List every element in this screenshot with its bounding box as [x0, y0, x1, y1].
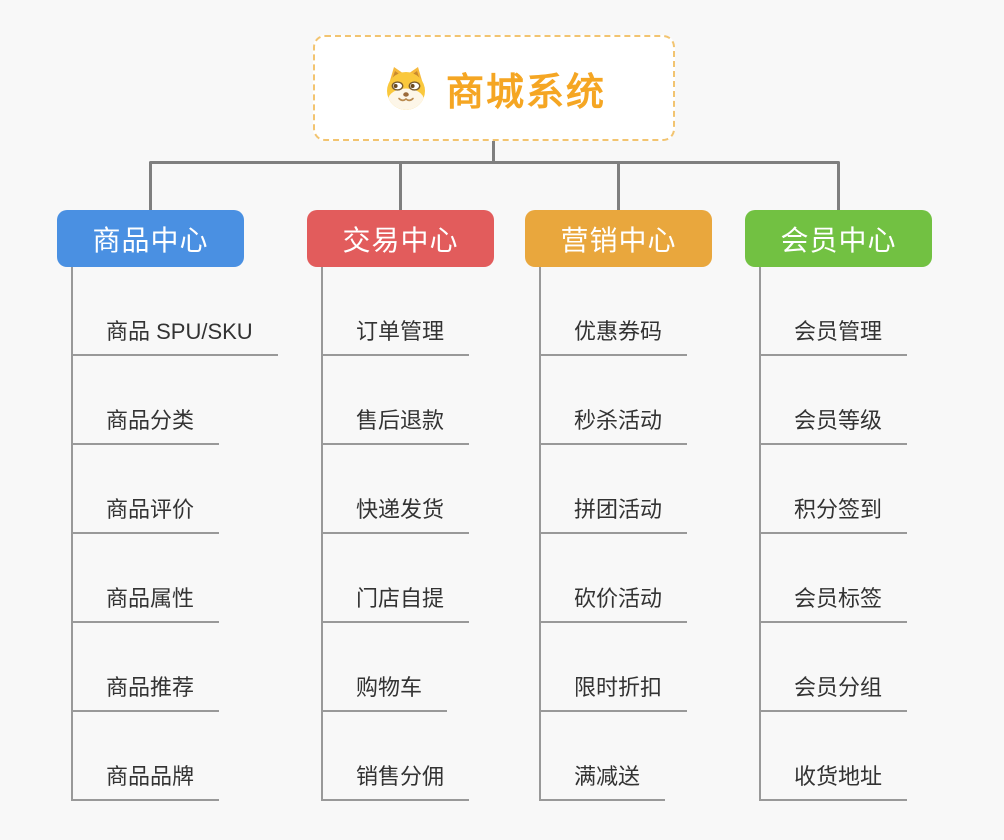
leaf-topic[interactable]: 秒杀活动	[539, 407, 688, 445]
shiba-dog-icon	[386, 67, 425, 110]
leaf-topic[interactable]: 拼团活动	[539, 496, 688, 534]
leaf-topic[interactable]: 订单管理	[321, 318, 470, 356]
branch-trunk-line	[539, 267, 541, 801]
leaf-topic[interactable]: 门店自提	[321, 585, 470, 623]
leaf-topic[interactable]: 积分签到	[759, 496, 908, 534]
leaf-topic[interactable]: 会员分组	[759, 674, 908, 712]
connector-drop-trade	[399, 162, 402, 210]
leaf-topic[interactable]: 限时折扣	[539, 674, 688, 712]
leaf-topic[interactable]: 商品推荐	[71, 674, 220, 712]
leaf-topic[interactable]: 商品 SPU/SKU	[71, 318, 278, 356]
branch-marketing-center: 营销中心 优惠券码 秒杀活动 拼团活动 砍价活动 限时折扣 满减送	[525, 210, 775, 810]
leaf-topic[interactable]: 会员等级	[759, 407, 908, 445]
leaf-topic[interactable]: 商品属性	[71, 585, 220, 623]
branch-trunk-line	[321, 267, 323, 801]
leaf-topic[interactable]: 商品品牌	[71, 763, 220, 801]
branch-node-member-center[interactable]: 会员中心	[745, 210, 932, 267]
connector-drop-member	[837, 162, 840, 210]
connector-root-trunk	[492, 141, 495, 163]
leaf-topic[interactable]: 快递发货	[321, 496, 470, 534]
branch-node-product-center[interactable]: 商品中心	[57, 210, 244, 267]
root-topic[interactable]: 商城系统	[313, 35, 675, 141]
leaf-topic[interactable]: 会员标签	[759, 585, 908, 623]
leaf-topic[interactable]: 满减送	[539, 763, 666, 801]
branch-trunk-line	[71, 267, 73, 801]
branch-product-center: 商品中心 商品 SPU/SKU 商品分类 商品评价 商品属性 商品推荐 商品品牌	[57, 210, 307, 810]
leaf-topic[interactable]: 优惠券码	[539, 318, 688, 356]
branch-node-marketing-center[interactable]: 营销中心	[525, 210, 712, 267]
branch-trade-center: 交易中心 订单管理 售后退款 快递发货 门店自提 购物车 销售分佣	[307, 210, 557, 810]
root-topic-title: 商城系统	[445, 71, 606, 114]
branch-node-trade-center[interactable]: 交易中心	[307, 210, 494, 267]
branch-member-center: 会员中心 会员管理 会员等级 积分签到 会员标签 会员分组 收货地址	[745, 210, 995, 810]
leaf-topic[interactable]: 售后退款	[321, 407, 470, 445]
connector-drop-marketing	[617, 162, 620, 210]
leaf-topic[interactable]: 购物车	[321, 674, 448, 712]
connector-horizontal-bar	[149, 161, 840, 164]
leaf-topic[interactable]: 商品评价	[71, 496, 220, 534]
branch-trunk-line	[759, 267, 761, 801]
connector-drop-product	[149, 162, 152, 210]
leaf-topic[interactable]: 销售分佣	[321, 763, 470, 801]
leaf-topic[interactable]: 会员管理	[759, 318, 908, 356]
leaf-topic[interactable]: 砍价活动	[539, 585, 688, 623]
leaf-topic[interactable]: 收货地址	[759, 763, 908, 801]
leaf-topic[interactable]: 商品分类	[71, 407, 220, 445]
